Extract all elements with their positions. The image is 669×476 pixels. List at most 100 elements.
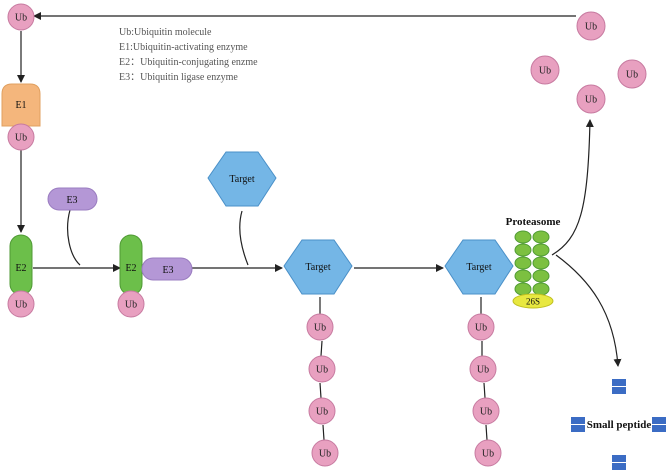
ub-label: Ub — [125, 300, 137, 311]
target-label: Target — [466, 262, 491, 273]
ub-chain-1-item: Ub — [306, 313, 334, 341]
e2-label: E2 — [15, 263, 26, 274]
e3-free: E3 — [47, 187, 98, 211]
peptide-block-top — [652, 417, 666, 424]
ub-circle — [469, 355, 497, 383]
ub-circle — [576, 11, 606, 41]
ub-circle — [306, 313, 334, 341]
target-hexagon — [207, 151, 277, 207]
chain1-link-4 — [322, 424, 325, 441]
e2-e3-complex: E2 E3 — [119, 234, 193, 296]
ub-circle — [474, 439, 502, 467]
target-label: Target — [229, 174, 254, 185]
ub-chain-2-item: Ub — [474, 439, 502, 467]
ub-label: Ub — [585, 95, 597, 106]
small-peptide-label: Small peptide — [587, 419, 652, 431]
ub-chain-1: Ub Ub Ub Ub — [306, 313, 339, 467]
proteasome-26s-cap — [512, 293, 554, 309]
ub-label: Ub — [475, 323, 487, 334]
peptide-block-top — [612, 379, 626, 386]
proteasome-to-ub-release-arrow — [551, 119, 594, 256]
chain2-link-3 — [483, 382, 486, 399]
ub-label: Ub — [316, 407, 328, 418]
e1-shape — [1, 83, 41, 127]
legend: Ub:Ubiquitin molecule E1:Ubiquitin-activ… — [119, 27, 258, 83]
ub-circle — [117, 290, 145, 318]
legend-line-e1: E1:Ubiquitin-activating enzyme — [119, 42, 248, 53]
e3-label: E3 — [66, 195, 77, 206]
proteasome-subunit — [532, 269, 550, 283]
proteasome: Proteasome 26S — [506, 216, 561, 309]
ub-circle — [530, 55, 560, 85]
proteasome-subunit — [532, 230, 550, 244]
target-label: Target — [305, 262, 330, 273]
ub-circle — [308, 355, 336, 383]
ub-chain-2-item: Ub — [469, 355, 497, 383]
ub-chain-2: Ub Ub Ub Ub — [467, 313, 502, 467]
ub-label: Ub — [626, 70, 638, 81]
target-ubiquitinated-1: Target — [283, 239, 353, 295]
target-ubiquitinated-2: Target — [444, 239, 514, 295]
e1-label: E1 — [15, 100, 26, 111]
proteasome-subunit — [514, 282, 532, 296]
proteasome-subunit — [514, 230, 532, 244]
ub-released: Ub — [576, 11, 606, 41]
ub-label: Ub — [316, 365, 328, 376]
ub-free-start: Ub — [7, 3, 35, 31]
e2-label: E2 — [125, 263, 136, 274]
peptide-block-bottom — [612, 387, 626, 394]
ub-label: Ub — [15, 133, 27, 144]
ub-on-e1: Ub — [7, 123, 35, 151]
ub-circle — [308, 397, 336, 425]
ub-released: Ub — [530, 55, 560, 85]
peptide-block-bottom — [571, 425, 585, 432]
ub-chain-1-item: Ub — [308, 355, 336, 383]
proteasome-subunit — [514, 243, 532, 257]
ub-released: Ub — [576, 84, 606, 114]
ub-circle — [617, 59, 647, 89]
proteasome-subunit — [514, 269, 532, 283]
proteasome-to-peptide-arrow — [555, 254, 622, 367]
ub-label: Ub — [480, 407, 492, 418]
released-ubs: Ub Ub Ub Ub — [530, 11, 647, 114]
legend-line-e2: E2：Ubiquitin-conjugating enzme — [119, 57, 258, 68]
ub-circle — [7, 290, 35, 318]
ub-label: Ub — [15, 300, 27, 311]
ub-label: Ub — [539, 66, 551, 77]
e3-joining-curve — [67, 209, 81, 266]
ub-circle — [311, 439, 339, 467]
ub-label: Ub — [482, 449, 494, 460]
proteasome-subunit — [532, 243, 550, 257]
ub-chain-2-item: Ub — [472, 397, 500, 425]
e3-shape — [141, 257, 193, 281]
peptide-block — [612, 455, 626, 470]
proteasome-subunit — [514, 256, 532, 270]
chain1-link-3 — [319, 382, 322, 399]
ub-circle — [472, 397, 500, 425]
peptide-block-bottom — [612, 463, 626, 470]
peptide-block-top — [571, 417, 585, 424]
peptide-block — [652, 417, 666, 432]
chain2-link-4 — [485, 424, 488, 441]
ub-label: Ub — [477, 365, 489, 376]
ub-released: Ub — [617, 59, 647, 89]
ub-on-complex: Ub — [117, 290, 145, 318]
e1-enzyme: E1 — [1, 83, 41, 127]
ub-circle — [7, 3, 35, 31]
ub-label: Ub — [15, 13, 27, 24]
ub-on-e2: Ub — [7, 290, 35, 318]
e3-label: E3 — [162, 265, 173, 276]
ub-chain-1-item: Ub — [308, 397, 336, 425]
ub-label: Ub — [319, 449, 331, 460]
target-hexagon — [283, 239, 353, 295]
ub-circle — [576, 84, 606, 114]
peptide-block — [612, 379, 626, 394]
ub-chain-2-item: Ub — [467, 313, 495, 341]
chain1-link-2 — [320, 340, 323, 357]
proteasome-subunit — [532, 282, 550, 296]
ub-circle — [7, 123, 35, 151]
e3-shape — [47, 187, 98, 211]
ub-circle — [467, 313, 495, 341]
small-peptides: Small peptide — [571, 379, 666, 470]
